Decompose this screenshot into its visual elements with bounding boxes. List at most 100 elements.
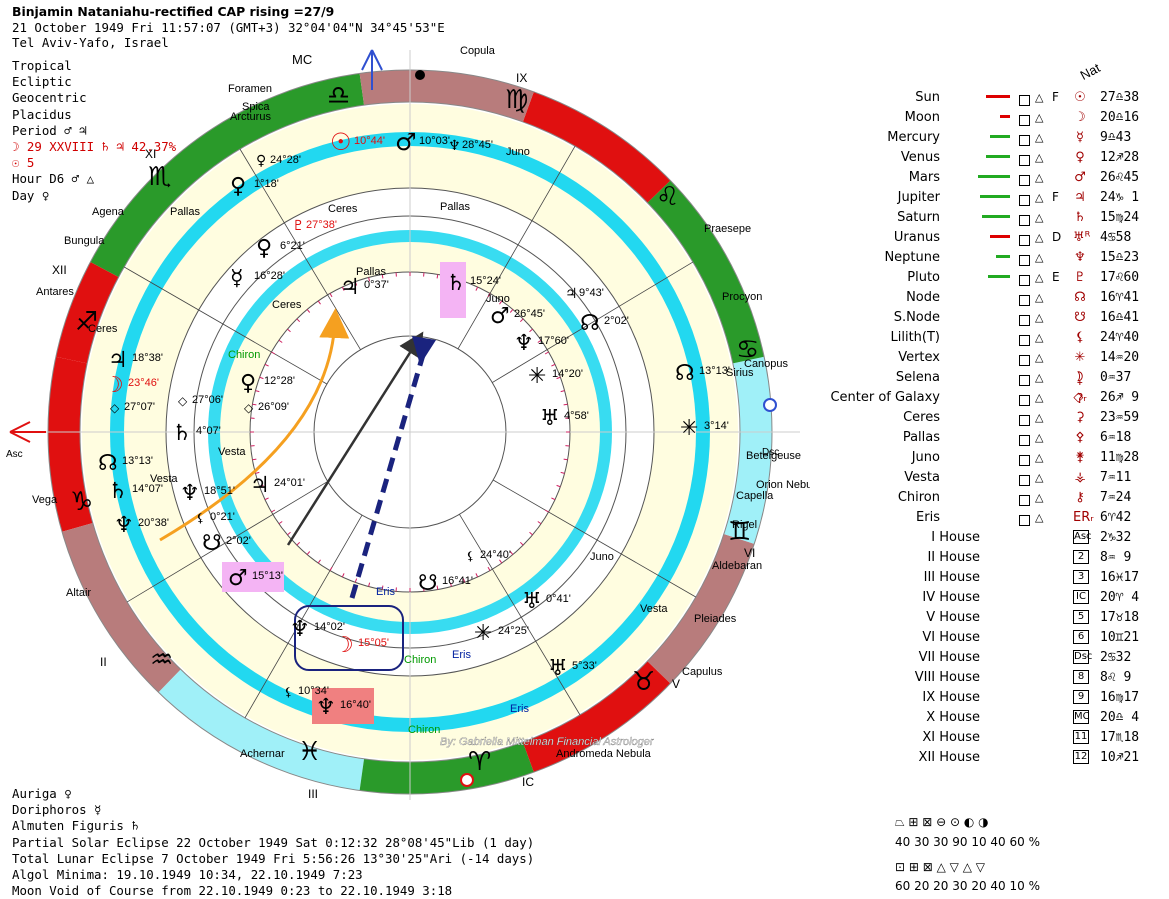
asteroid-label: Juno (590, 551, 614, 563)
star-label: Bungula (64, 235, 105, 247)
planet-position: 7♒24 (1100, 490, 1131, 505)
planet-degree: 1°18' (254, 178, 279, 190)
house-position: 16♍17 (1100, 690, 1139, 705)
planet-degree: 20°38' (138, 517, 169, 529)
asteroid-label: Ceres (328, 203, 358, 215)
asteroid-label: Juno (506, 146, 530, 158)
planet-degree: 0°37' (364, 279, 389, 291)
asteroid-label: Chiron (228, 349, 260, 361)
planet-degree: 17°60' (538, 335, 569, 347)
natal-label: Nat (1078, 60, 1103, 83)
house-position: 2♋32 (1100, 650, 1131, 665)
star-label: Arcturus (230, 111, 271, 123)
box-icon (1019, 355, 1030, 366)
planet-position: 4♋58 (1100, 230, 1131, 245)
planet-degree: 15°05' (358, 637, 389, 649)
planet-degree: 23°46' (128, 377, 159, 389)
box-icon (1019, 195, 1030, 206)
planet-glyph: ♀ (1073, 150, 1087, 165)
planet-position: 15♎23 (1100, 250, 1139, 265)
planet-row: Neptune△♆15♎23 (820, 250, 1165, 270)
planet-position: 15♍24 (1100, 210, 1139, 225)
triangle-icon: △ (1035, 351, 1043, 364)
planet-name: Sun (915, 90, 940, 105)
planet-degree: 9°43' (579, 287, 604, 299)
planet-degree: 10°03' (419, 135, 450, 147)
planet-name: Eris (916, 510, 940, 525)
box-icon (1019, 295, 1030, 306)
planet-position: 16♈41 (1100, 290, 1139, 305)
planet-degree: 0°41' (546, 593, 571, 605)
planet-position: 23♒59 (1100, 410, 1139, 425)
strength-bar (986, 155, 1010, 158)
house-glyph: 3 (1073, 570, 1089, 584)
star-label: Agena (92, 206, 125, 218)
planet-degree: 4°58' (564, 410, 589, 422)
planet-name: Neptune (884, 250, 940, 265)
house-numeral: XII (52, 263, 67, 277)
house-glyph: 8 (1073, 670, 1089, 684)
planet-glyph: ⚸ (196, 511, 205, 525)
house-glyph: MC (1073, 710, 1089, 724)
planet-glyph: ♆ (316, 695, 336, 720)
star-label: Andromeda Nebula (556, 748, 652, 760)
planet-row: Mercury△☿ 9♎43 (820, 130, 1165, 150)
triangle-icon: △ (1035, 411, 1043, 424)
house-glyph: IC (1073, 590, 1089, 604)
house-position: 17♉18 (1100, 610, 1139, 625)
planet-glyph: ☊ (1073, 290, 1087, 305)
triangle-icon: △ (1035, 311, 1043, 324)
star-label: Vega (32, 494, 58, 506)
planet-name: Jupiter (898, 190, 940, 205)
box-icon (1019, 375, 1030, 386)
triangle-icon: △ (1035, 431, 1043, 444)
house-position: 8♒ 9 (1100, 550, 1131, 565)
planet-glyph: ⚸ (1073, 330, 1087, 345)
box-icon (1019, 135, 1030, 146)
planet-name: Pluto (907, 270, 940, 285)
planet-row: Eris△ERᵣ 6♈42 (820, 510, 1165, 530)
planet-row: Uranus△D♅ᴿ 4♋58 (820, 230, 1165, 250)
planet-glyph: ♂ (395, 128, 417, 156)
house-name: II House (927, 550, 980, 565)
planet-degree: 18°51' (204, 485, 235, 497)
mc-label: MC (292, 52, 312, 67)
planet-position: 7♒11 (1100, 470, 1131, 485)
asteroid-label: Pallas (170, 206, 200, 218)
strength-bar (990, 235, 1010, 238)
planet-degree: 12°28' (264, 375, 295, 387)
planet-glyph: ♅ (540, 406, 560, 431)
house-glyph: 9 (1073, 690, 1089, 704)
planet-row: Chiron△⚷ 7♒24 (820, 490, 1165, 510)
footer-algol: Algol Minima: 19.10.1949 10:34, 22.10.19… (12, 867, 534, 883)
planet-glyph: ☋ (418, 571, 438, 596)
house-name: IV House (922, 590, 980, 605)
triangle-icon: △ (1035, 91, 1043, 104)
star-label: Pleiades (694, 613, 737, 625)
planet-row: Lilith(T)△⚸24♈40 (820, 330, 1165, 350)
stats-row2-values: 60 20 20 30 20 40 10 % (895, 879, 1040, 893)
planet-name: Node (906, 290, 940, 305)
planet-row: Node △ ☊ 16♈41 (820, 290, 1165, 310)
star-label: Praesepe (704, 223, 751, 235)
house-numeral: VI (744, 546, 755, 560)
planet-position: 12♐28 (1100, 150, 1139, 165)
footer-lunar-eclipse: Total Lunar Eclipse 7 October 1949 Fri 5… (12, 851, 534, 867)
planet-degree: 16°41' (442, 575, 473, 587)
planet-glyph: ♃ (250, 473, 270, 498)
planet-position: 20♎16 (1100, 110, 1139, 125)
stats-row1-glyphs: ⏢ ⊞ ⊠ ⊖ ⊙ ◐ ◑ (895, 815, 989, 830)
house-name: XI House (922, 730, 980, 745)
box-icon (1019, 215, 1030, 226)
box-icon (1019, 435, 1030, 446)
triangle-icon: △ (1035, 291, 1043, 304)
planet-degree: 16°40' (340, 699, 371, 711)
strength-bar (980, 195, 1010, 198)
asteroid-label: Eris (510, 703, 529, 715)
house-glyph: Dsc (1073, 650, 1089, 664)
house-glyph: 11 (1073, 730, 1089, 744)
planet-position: 6♒18 (1100, 430, 1131, 445)
